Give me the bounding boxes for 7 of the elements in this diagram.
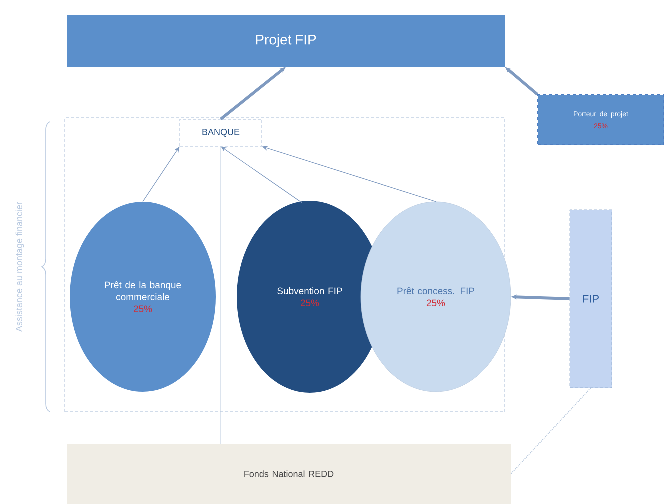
fund-box: Fonds National REDD (67, 444, 511, 504)
bank-box: BANQUE (180, 119, 262, 147)
fund-box: FIP (570, 210, 612, 388)
title-box: Projet FIP (67, 15, 505, 67)
arrow (221, 146, 302, 204)
side-label: Assistance au montage financier (16, 202, 24, 332)
group-box (64, 118, 506, 412)
